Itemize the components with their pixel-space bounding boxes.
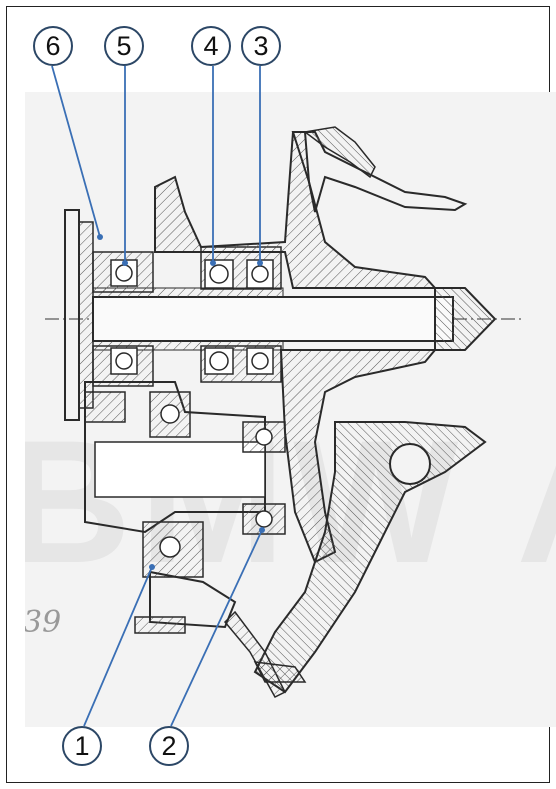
callout-1: 1 — [62, 726, 102, 766]
callout-2: 2 — [149, 726, 189, 766]
leader-line-1 — [83, 566, 153, 727]
handwritten-note: 39 — [25, 605, 61, 640]
callout-6: 6 — [33, 26, 73, 66]
callout-5: 5 — [104, 26, 144, 66]
callout-3: 3 — [241, 26, 281, 66]
turbine-cross-section: BMW A — [25, 126, 556, 698]
technical-drawing: BMW A — [25, 92, 556, 727]
leader-line-6 — [51, 65, 101, 238]
callout-4: 4 — [191, 26, 231, 66]
leader-line-2 — [170, 529, 263, 727]
